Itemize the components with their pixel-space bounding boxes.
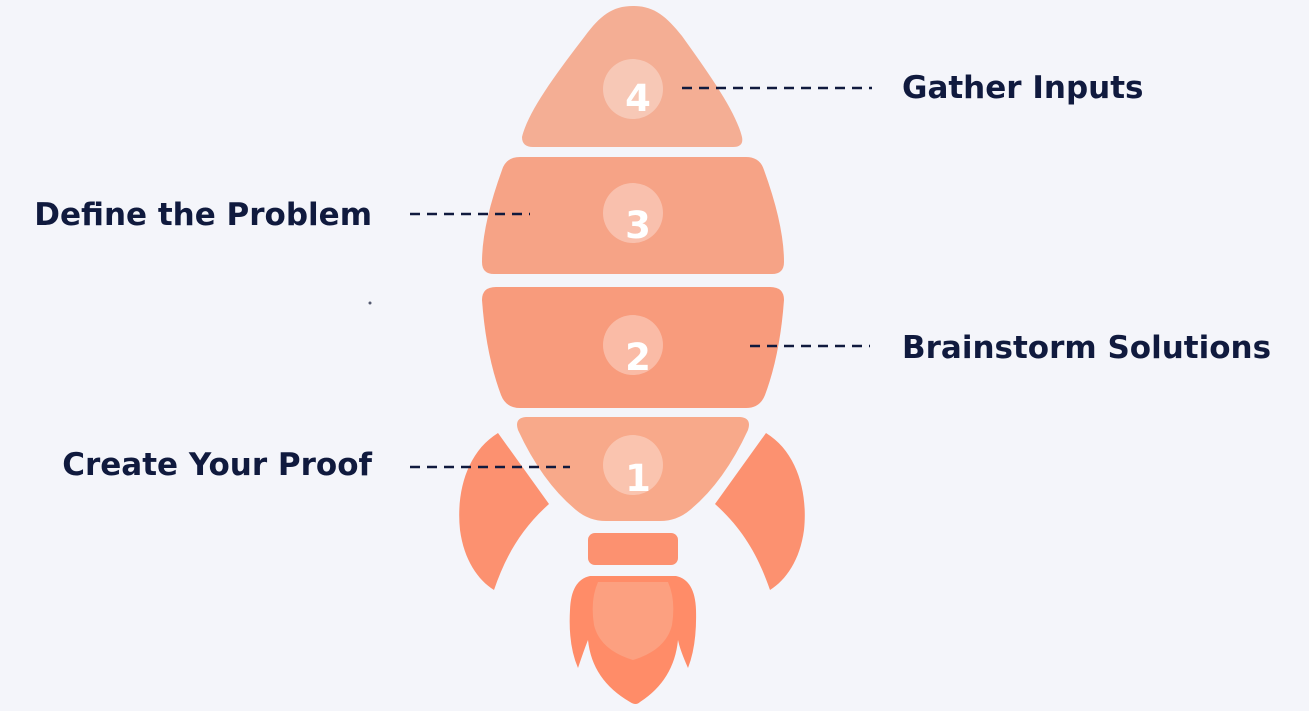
stage-2-number: 2 [625,336,651,379]
stage-2-label: Brainstorm Solutions [902,333,1271,364]
stray-dot [369,302,372,305]
stage-3-number: 3 [625,204,651,247]
stage-1-label: Create Your Proof [62,450,372,481]
rocket-nozzle [588,533,678,565]
stage-4-label: Gather Inputs [902,73,1144,104]
stage-4-number: 4 [625,77,651,120]
stage-3-label: Define the Problem [34,200,372,231]
stage-1-number: 1 [625,457,651,500]
